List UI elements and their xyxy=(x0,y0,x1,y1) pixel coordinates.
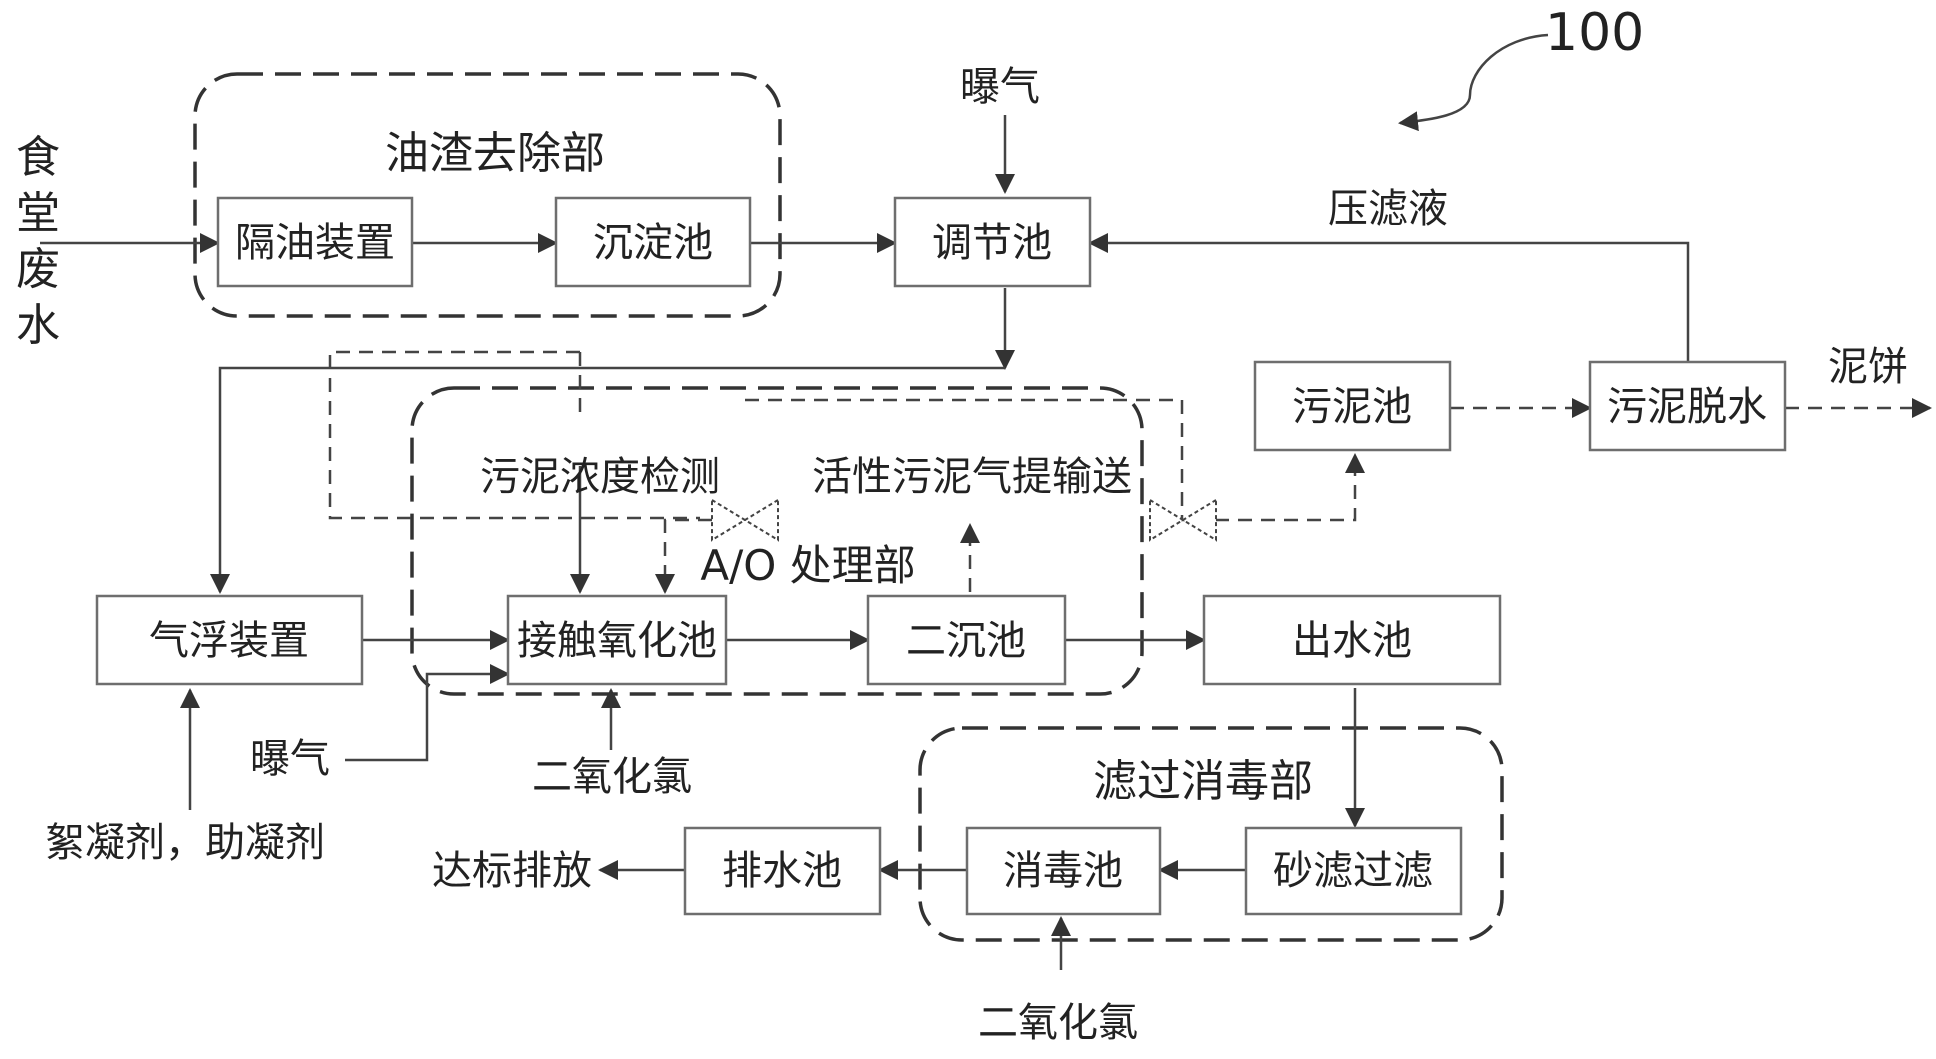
sludge-cake-label: 泥饼 xyxy=(1828,344,1908,390)
oil-removal-group xyxy=(193,72,782,318)
figure-reference: 100 xyxy=(1545,3,1644,63)
inlet-char-3: 废 xyxy=(16,244,60,295)
chlorine-ao-label: 二氧化氯 xyxy=(532,754,692,800)
oil-separator-box xyxy=(216,196,414,288)
oil-removal-title: 油渣去除部 xyxy=(385,128,605,179)
filter-disinfect-group xyxy=(918,726,1504,942)
drain-tank-label: 排水池 xyxy=(722,848,842,894)
sludge-dewater-label: 污泥脱水 xyxy=(1607,384,1767,430)
chlorine-disinfect-label: 二氧化氯 xyxy=(978,1000,1138,1046)
air-flotation-label: 气浮装置 xyxy=(149,618,309,664)
valve-return-icon xyxy=(711,498,779,542)
regulating-box xyxy=(893,196,1092,288)
sedimentation-box xyxy=(554,196,752,288)
inlet-char-4: 水 xyxy=(16,300,60,351)
air-flotation-box xyxy=(95,594,364,686)
discharge-label: 达标排放 xyxy=(432,848,592,894)
filter-disinfect-title: 滤过消毒部 xyxy=(1093,756,1313,807)
aeration-bottom-arrow xyxy=(345,664,510,762)
secondary-settling-label: 二沉池 xyxy=(906,618,1026,664)
aeration-bottom-label: 曝气 xyxy=(250,736,330,782)
valve-discharge-icon xyxy=(1149,498,1217,542)
contact-oxidation-box xyxy=(506,594,728,686)
filtrate-return-arrow xyxy=(1088,233,1690,368)
sludge-return-dashed-arrow xyxy=(655,518,712,594)
disinfection-box xyxy=(965,826,1162,916)
effluent-tank-label: 出水池 xyxy=(1292,618,1412,664)
ao-treatment-title: A/O 处理部 xyxy=(700,541,915,590)
sedimentation-label: 沉淀池 xyxy=(593,220,713,266)
to-air-flotation-arrow xyxy=(210,366,1005,594)
ao-treatment-group xyxy=(410,386,1144,696)
airlift-dashed-frame xyxy=(745,398,1215,522)
filtrate-label: 压滤液 xyxy=(1328,186,1448,232)
sand-filter-box xyxy=(1244,826,1463,916)
sludge-airlift-label: 活性污泥气提输送 xyxy=(812,454,1132,500)
aeration-top-label: 曝气 xyxy=(960,64,1040,110)
reference-leader-arrow xyxy=(1398,33,1549,132)
contact-oxidation-label: 接触氧化池 xyxy=(517,618,717,664)
sand-filter-label: 砂滤过滤 xyxy=(1273,848,1433,894)
inlet-char-1: 食 xyxy=(16,132,60,183)
inlet-char-2: 堂 xyxy=(16,188,60,239)
flocculant-label: 絮凝剂，助凝剂 xyxy=(45,820,325,866)
sludge-tank-box xyxy=(1253,360,1452,452)
oil-separator-label: 隔油装置 xyxy=(235,220,395,266)
sludge-tank-label: 污泥池 xyxy=(1292,384,1412,430)
effluent-tank-box xyxy=(1202,594,1502,686)
sludge-dewater-box xyxy=(1588,360,1787,452)
regulating-label: 调节池 xyxy=(932,220,1052,266)
disinfection-label: 消毒池 xyxy=(1003,848,1123,894)
to-sludge-tank-dashed-arrow xyxy=(1215,453,1365,522)
drain-tank-box xyxy=(683,826,882,916)
sludge-detect-dashed-frame xyxy=(328,350,700,520)
sludge-detect-label: 污泥浓度检测 xyxy=(480,454,720,500)
secondary-settling-box xyxy=(866,594,1067,686)
